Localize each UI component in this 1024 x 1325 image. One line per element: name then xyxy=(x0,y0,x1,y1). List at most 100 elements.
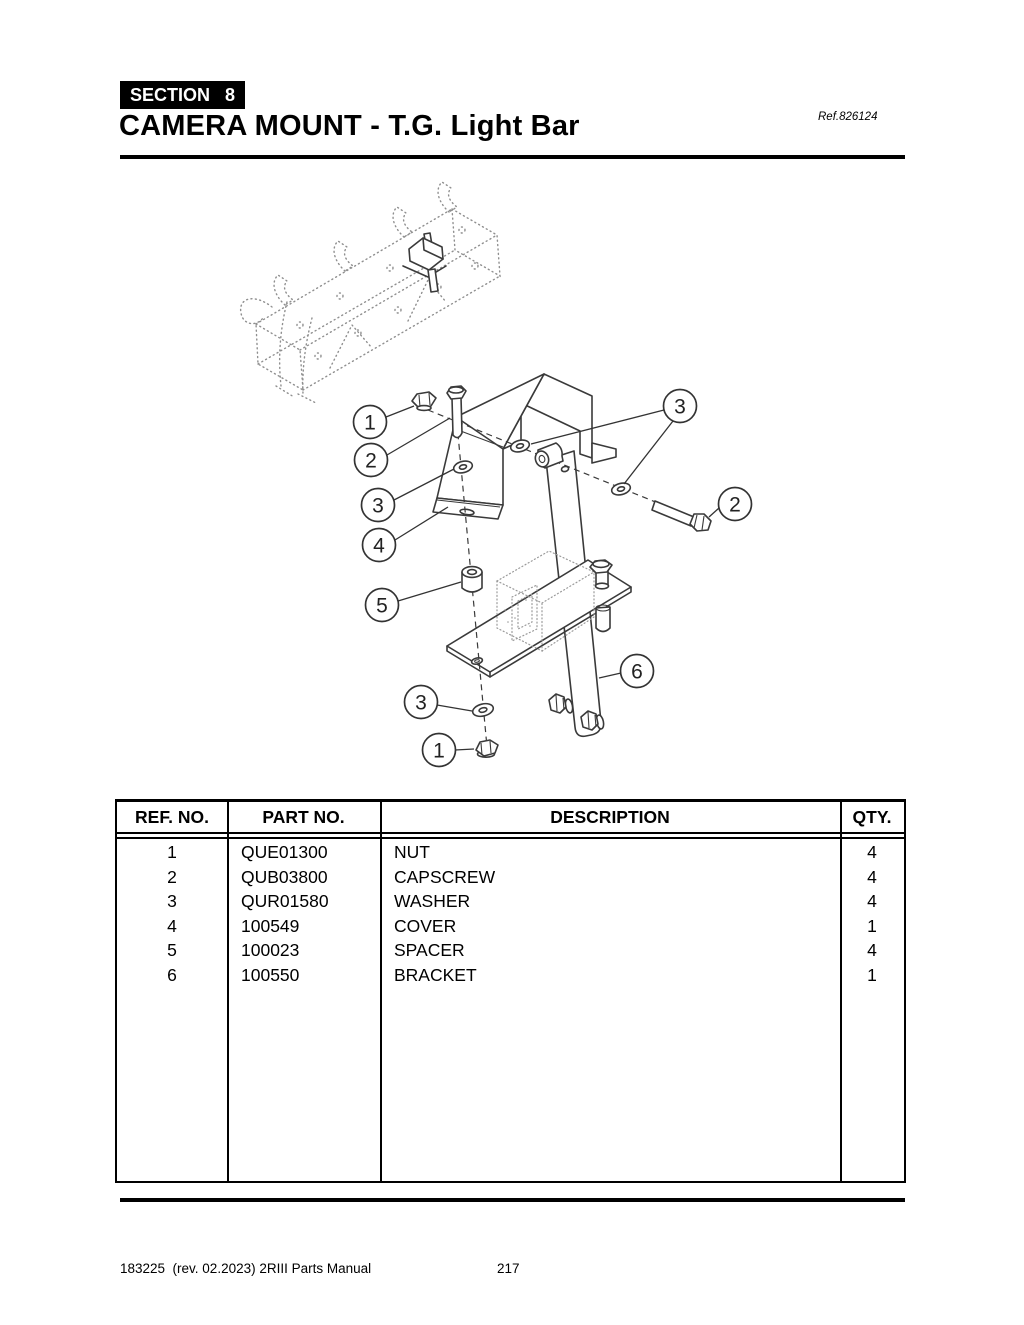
callout-number: 1 xyxy=(364,412,376,435)
table-cell: 1 xyxy=(167,842,177,862)
callout-number: 3 xyxy=(415,692,427,715)
callout-number: 6 xyxy=(631,661,643,684)
callout-number: 3 xyxy=(372,495,384,518)
callout-circle xyxy=(353,442,389,478)
capscrew-top xyxy=(446,385,467,439)
callout-2: 2 xyxy=(708,486,753,522)
table-cell: 5 xyxy=(167,940,177,961)
washer-right xyxy=(610,482,632,496)
spacer xyxy=(461,565,483,593)
section-label: SECTION xyxy=(130,84,211,105)
callout-circle xyxy=(361,527,397,563)
callout-circle xyxy=(662,388,698,424)
header-double-line xyxy=(117,837,904,839)
table-cell: QUB03800 xyxy=(241,866,328,887)
callout-leader-line xyxy=(393,468,455,501)
callout-3: 3 xyxy=(530,388,698,485)
table-cell: 4 xyxy=(867,940,877,961)
table-cell: 4 xyxy=(867,891,877,912)
washer-on-cover xyxy=(509,439,531,453)
callout-circle xyxy=(360,487,396,523)
nut-top xyxy=(411,391,437,412)
table-cell: WASHER xyxy=(394,891,471,912)
table-cell: 100023 xyxy=(241,940,300,961)
table-cell: NUT xyxy=(394,842,430,862)
bracket-bolt-lower xyxy=(580,710,605,731)
plate-bolt-and-spacer xyxy=(589,559,613,633)
col-header-part-no: PART NO. xyxy=(262,806,345,827)
table-cell: QUE01300 xyxy=(241,842,328,862)
washer-bottom xyxy=(471,702,495,718)
callout-number: 1 xyxy=(433,740,445,763)
table-cell: 3 xyxy=(167,891,177,912)
callout-3: 3 xyxy=(403,684,473,720)
nut-bottom xyxy=(475,739,499,758)
callout-circle xyxy=(421,732,457,768)
table-cell: SPACER xyxy=(394,940,465,961)
section-number: 8 xyxy=(224,84,235,105)
lightbar-mount-bracket xyxy=(402,232,447,293)
footer-manual-info: 183225 (rev. 02.2023) 2RIII Parts Manual xyxy=(120,1261,372,1276)
table-cell: 4 xyxy=(867,866,877,887)
capscrew-right xyxy=(651,500,712,532)
column-divider xyxy=(380,802,382,1181)
header-rule xyxy=(120,155,905,159)
table-cell: 4 xyxy=(167,915,177,936)
callout-5: 5 xyxy=(364,581,462,623)
table-cell: 2 xyxy=(167,866,177,887)
callout-1: 1 xyxy=(421,732,475,768)
callout-leader-line xyxy=(394,506,449,541)
callout-3: 3 xyxy=(360,468,455,523)
callout-leader-line xyxy=(530,409,665,445)
table-cell: CAPSCREW xyxy=(394,866,496,887)
table-cell: 4 xyxy=(867,842,877,862)
parts-table: REF. NO. PART NO. DESCRIPTION QTY. 1 QUE0… xyxy=(115,799,906,1183)
callout-circle xyxy=(364,587,400,623)
table-cell: COVER xyxy=(394,915,457,936)
callout-leader-line xyxy=(397,581,462,602)
callout-circle xyxy=(619,653,655,689)
column-divider xyxy=(227,802,229,1181)
table-cell: 100550 xyxy=(241,964,300,985)
ghost-lightbar-assembly xyxy=(240,181,501,404)
callout-leader-line xyxy=(436,704,473,712)
col-header-qty: QTY. xyxy=(852,806,892,827)
camera-base-plate xyxy=(446,559,632,678)
bracket-bolt-upper xyxy=(548,693,574,714)
table-cell: 6 xyxy=(167,964,177,985)
callout-2: 2 xyxy=(353,417,451,478)
col-header-description: DESCRIPTION xyxy=(550,806,670,827)
callout-number: 2 xyxy=(365,450,377,473)
parts-table-body: 1 QUE01300 NUT 4 2 QUB03800 CAPSCREW 4 3 QUR01580… xyxy=(117,840,904,988)
callout-1: 1 xyxy=(352,404,415,440)
callout-leader-line xyxy=(598,672,622,679)
callout-circle xyxy=(717,486,753,522)
callout-leader-line xyxy=(708,507,720,518)
table-cell: BRACKET xyxy=(394,964,477,985)
callout-number: 3 xyxy=(674,396,686,419)
callout-circle xyxy=(403,684,439,720)
callout-number: 5 xyxy=(376,595,388,618)
ghost-camera xyxy=(495,550,596,652)
table-cell: 1 xyxy=(867,915,877,936)
table-cell: 1 xyxy=(867,964,877,985)
callout-leader-line xyxy=(454,748,475,751)
table-cell: QUR01580 xyxy=(241,891,329,912)
callout-leader-line xyxy=(623,420,674,485)
section-badge: SECTION 8 xyxy=(120,81,245,109)
bracket-bushing xyxy=(534,442,570,473)
callout-6: 6 xyxy=(598,653,655,689)
column-divider xyxy=(840,802,842,1181)
page-title: CAMERA MOUNT - T.G. Light Bar xyxy=(119,110,580,142)
callout-number: 4 xyxy=(373,535,385,558)
col-header-ref-no: REF. NO. xyxy=(135,806,209,827)
callout-number: 2 xyxy=(729,494,741,517)
ref-number: Ref.826124 xyxy=(818,111,878,123)
parts-table-header: REF. NO. PART NO. DESCRIPTION QTY. xyxy=(117,802,904,834)
callout-circle xyxy=(352,404,388,440)
table-cell: 100549 xyxy=(241,915,300,936)
callout-leader-line xyxy=(385,405,415,418)
footer-page-number: 217 xyxy=(497,1261,520,1276)
callout-leader-line xyxy=(386,417,451,456)
